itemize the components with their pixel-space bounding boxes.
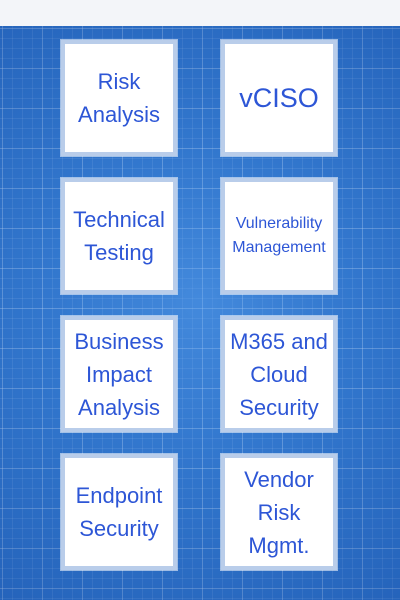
vciso-label: vCISO bbox=[239, 83, 319, 113]
endpoint-security-label: Endpoint Security bbox=[75, 483, 163, 541]
vulnerability-management-tile[interactable]: Vulnerability Management bbox=[221, 178, 337, 294]
technical-testing-label: Technical Testing bbox=[73, 207, 165, 265]
top-strip bbox=[0, 0, 400, 26]
endpoint-security-tile[interactable]: Endpoint Security bbox=[61, 454, 177, 570]
business-impact-analysis-tile[interactable]: Business Impact Analysis bbox=[61, 316, 177, 432]
business-impact-analysis-label: Business Impact Analysis bbox=[74, 328, 164, 420]
blueprint-background bbox=[0, 26, 400, 600]
vulnerability-management-label: Vulnerability Management bbox=[232, 215, 326, 256]
risk-analysis-label: Risk Analysis bbox=[78, 69, 160, 127]
technical-testing-tile[interactable]: Technical Testing bbox=[61, 178, 177, 294]
risk-analysis-tile[interactable]: Risk Analysis bbox=[61, 40, 177, 156]
vendor-risk-mgmt-tile[interactable]: Vendor Risk Mgmt. bbox=[221, 454, 337, 570]
m365-cloud-security-label: M365 and Cloud Security bbox=[230, 328, 328, 420]
vendor-risk-mgmt-label: Vendor Risk Mgmt. bbox=[244, 466, 314, 558]
m365-cloud-security-tile[interactable]: M365 and Cloud Security bbox=[221, 316, 337, 432]
vciso-tile[interactable]: vCISO bbox=[221, 40, 337, 156]
